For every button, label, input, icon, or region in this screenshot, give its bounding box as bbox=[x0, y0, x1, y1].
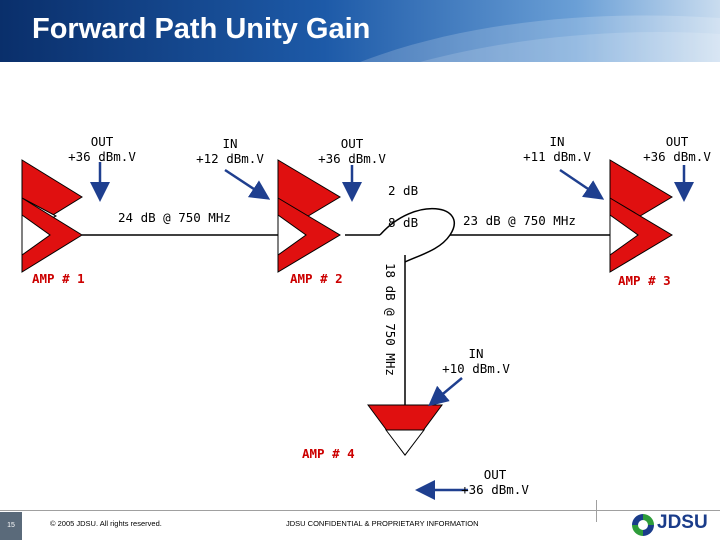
amp4-out-label: OUT +36 dBm.V bbox=[455, 467, 535, 497]
confidential-text: JDSU CONFIDENTIAL & PROPRIETARY INFORMAT… bbox=[286, 519, 479, 528]
arrow-amp4-in bbox=[428, 377, 463, 407]
amp3-out-value: +36 dBm.V bbox=[643, 149, 711, 164]
page-number: 15 bbox=[0, 512, 22, 540]
amp1-label: AMP # 1 bbox=[32, 271, 85, 286]
amp4-in-value: +10 dBm.V bbox=[442, 361, 510, 376]
amp4-out-value: +36 dBm.V bbox=[461, 482, 529, 497]
amplifier-2 bbox=[277, 159, 341, 273]
amplifier-3 bbox=[609, 159, 673, 273]
amp1-out-title: OUT bbox=[90, 134, 114, 149]
amp1-out-label: OUT +36 dBm.V bbox=[62, 134, 142, 164]
amplifier-4 bbox=[367, 404, 443, 456]
amp2-out-value: +36 dBm.V bbox=[318, 151, 386, 166]
amp3-out-title: OUT bbox=[665, 134, 689, 149]
jdsu-logo-icon bbox=[632, 514, 654, 536]
title-bar: Forward Path Unity Gain bbox=[0, 0, 720, 62]
title-swoosh bbox=[360, 15, 720, 62]
amp4-label: AMP # 4 bbox=[302, 446, 355, 461]
splitter-loss: 8 dB bbox=[388, 215, 419, 230]
span-to-4-loss: 18 dB @ 750 MHz bbox=[383, 263, 398, 376]
span-1-2-loss: 24 dB @ 750 MHz bbox=[118, 210, 231, 225]
amp2-out-label: OUT +36 dBm.V bbox=[312, 136, 392, 166]
footer-vertical-divider bbox=[596, 500, 597, 522]
amp2-in-label: IN +12 dBm.V bbox=[190, 136, 270, 166]
span-to-3-loss: 23 dB @ 750 MHz bbox=[463, 213, 576, 228]
amplifier-1 bbox=[21, 159, 83, 273]
jdsu-logo-text: JDSU bbox=[657, 512, 708, 533]
network-diagram bbox=[21, 159, 694, 500]
amp2-label: AMP # 2 bbox=[290, 271, 343, 286]
amp2-in-value: +12 dBm.V bbox=[196, 151, 264, 166]
amp4-in-label: IN +10 dBm.V bbox=[436, 346, 516, 376]
amp2-in-title: IN bbox=[222, 136, 238, 151]
amp4-out-title: OUT bbox=[483, 467, 507, 482]
amp3-out-label: OUT +36 dBm.V bbox=[637, 134, 717, 164]
amp2-out-title: OUT bbox=[340, 136, 364, 151]
amp3-in-value: +11 dBm.V bbox=[523, 149, 591, 164]
amp3-in-label: IN +11 dBm.V bbox=[517, 134, 597, 164]
arrow-amp3-in bbox=[559, 168, 605, 200]
amp1-out-value: +36 dBm.V bbox=[68, 149, 136, 164]
amp3-in-title: IN bbox=[549, 134, 565, 149]
tap-splitter bbox=[379, 207, 455, 263]
page-title: Forward Path Unity Gain bbox=[32, 13, 371, 45]
copyright-text: © 2005 JDSU. All rights reserved. bbox=[50, 519, 162, 528]
amp4-in-title: IN bbox=[468, 346, 484, 361]
tap-loss: 2 dB bbox=[388, 183, 419, 198]
footer-divider bbox=[0, 510, 720, 511]
arrow-amp2-in bbox=[224, 168, 271, 200]
amp3-label: AMP # 3 bbox=[618, 273, 671, 288]
